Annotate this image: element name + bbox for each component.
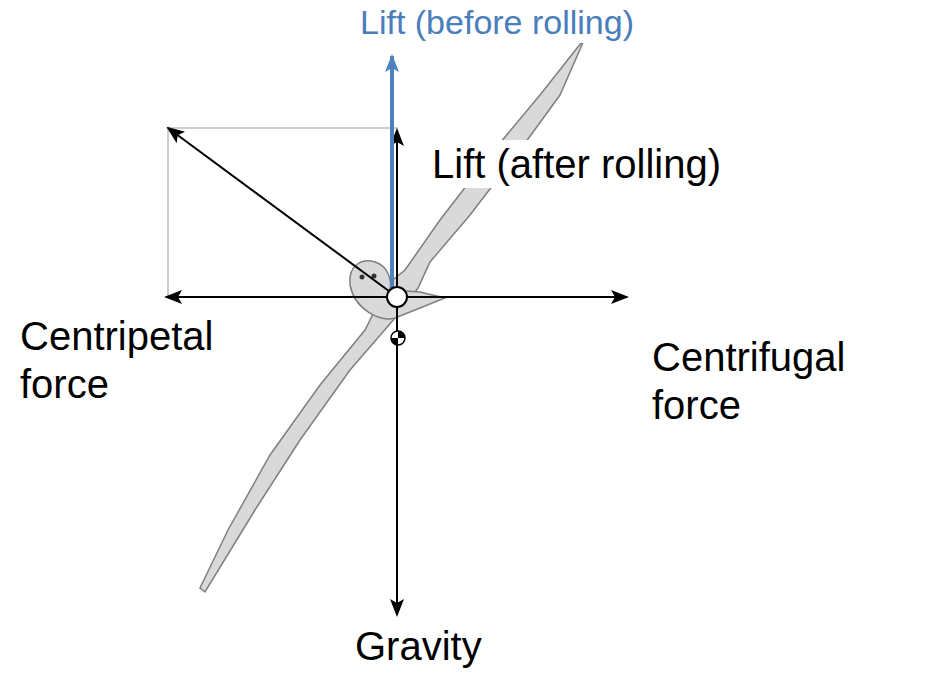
gravity-label: Gravity <box>353 622 484 670</box>
component-rectangle <box>168 128 397 297</box>
lift-before-arrow <box>390 56 394 297</box>
centrifugal-arrow <box>397 296 627 298</box>
lift-vertical-component <box>396 130 398 297</box>
lift-before-label: Lift (before rolling) <box>358 2 636 43</box>
centripetal-arrow <box>166 296 397 298</box>
center-of-gravity-symbol <box>391 331 405 345</box>
centripetal-label: Centripetal force <box>18 312 215 408</box>
lift-after-label: Lift (after rolling) <box>430 140 723 188</box>
lift-after-arrow <box>168 128 397 297</box>
centrifugal-label: Centrifugal force <box>650 333 847 429</box>
center-point <box>387 287 407 307</box>
bird-wing <box>200 38 585 592</box>
bird-eye <box>360 275 365 280</box>
